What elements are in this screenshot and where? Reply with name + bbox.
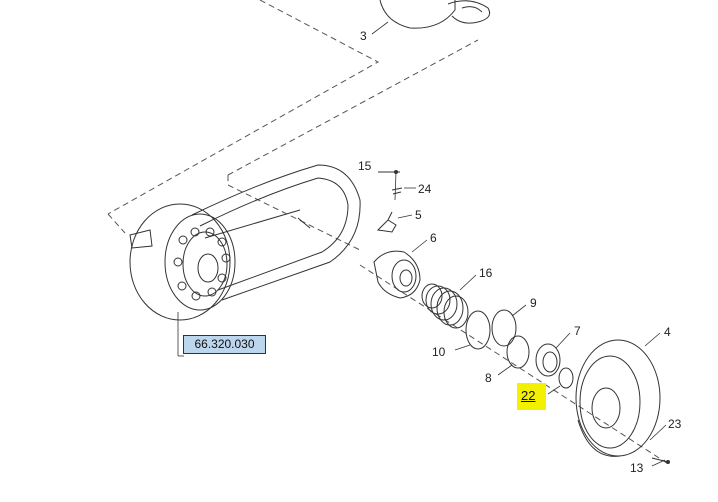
leader-13 <box>651 459 666 467</box>
part-5-clip <box>376 211 397 233</box>
reference-link-66-320-030[interactable]: 66.320.030 <box>183 335 266 354</box>
part-24-washer <box>391 187 403 195</box>
callout-8: 8 <box>485 371 492 385</box>
part-4-sheave <box>575 339 661 457</box>
left-pulley-assembly <box>129 203 236 357</box>
leader-16 <box>459 274 477 291</box>
leader-4 <box>644 332 661 347</box>
part-6-cam <box>373 250 421 299</box>
leader-23 <box>649 424 667 441</box>
part-16-spring <box>421 283 469 329</box>
leader-3 <box>371 21 389 35</box>
callout-3: 3 <box>360 29 367 43</box>
dashed-frame-right <box>227 175 361 251</box>
callout-16: 16 <box>479 266 493 280</box>
leader-10 <box>454 344 471 351</box>
part-15-pin <box>378 170 400 201</box>
drive-belt <box>191 164 361 301</box>
leader-8 <box>497 364 513 376</box>
callout-24: 24 <box>418 182 432 196</box>
part-8-ring <box>506 335 530 369</box>
callout-22-label: 22 <box>521 388 536 403</box>
part-7-bearing <box>535 343 561 377</box>
highlighted-callout-22[interactable]: 22 <box>517 383 546 410</box>
leader-6 <box>411 239 428 253</box>
callout-9: 9 <box>530 296 537 310</box>
part-10-ring <box>465 310 491 350</box>
callout-23: 23 <box>668 417 682 431</box>
leader-9 <box>511 304 527 317</box>
leader-22 <box>547 385 561 395</box>
leader-7 <box>555 332 571 349</box>
leader-5 <box>397 214 413 219</box>
assembly-axis <box>359 264 671 466</box>
dashed-frame-middle <box>227 39 479 176</box>
part-3-sheave <box>379 0 491 29</box>
dashed-frame-top <box>107 0 380 215</box>
callout-5: 5 <box>415 208 422 222</box>
dashed-frame-left <box>107 213 126 234</box>
part-9-ring <box>491 309 517 347</box>
callout-10: 10 <box>432 345 446 359</box>
part-22-snap-ring <box>558 367 574 389</box>
callout-7: 7 <box>574 324 581 338</box>
callout-13: 13 <box>630 461 644 475</box>
callout-6: 6 <box>430 231 437 245</box>
callout-4: 4 <box>664 325 671 339</box>
callout-15: 15 <box>358 159 372 173</box>
part-13-bolt <box>651 457 670 464</box>
